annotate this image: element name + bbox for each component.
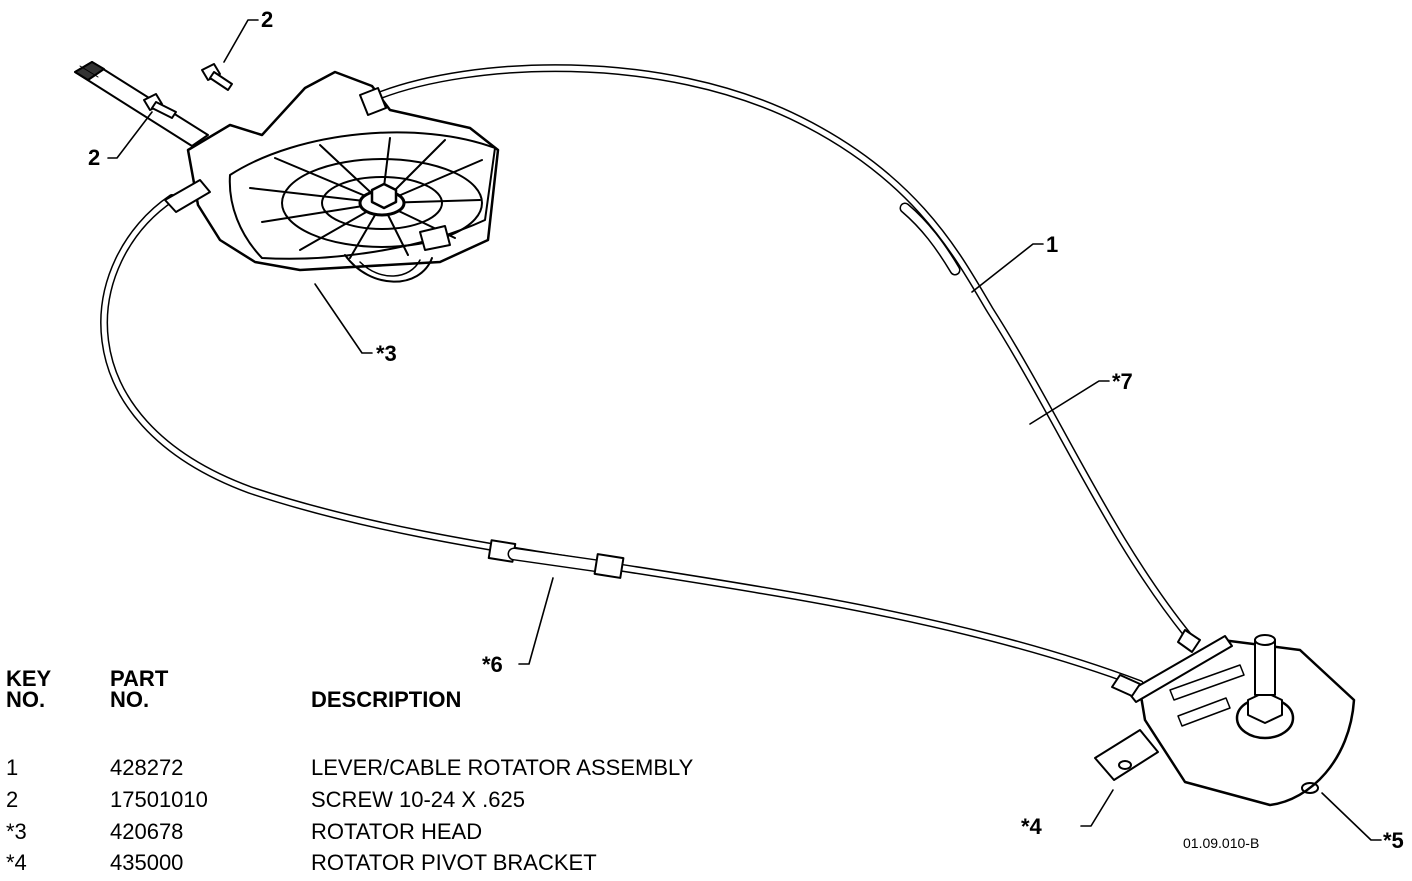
header-part-line1: PART bbox=[110, 666, 169, 691]
row-part-number: 435000 bbox=[110, 850, 184, 875]
table-row: 1 428272 LEVER/CABLE ROTATOR ASSEMBLY bbox=[6, 754, 906, 786]
cable-upper bbox=[374, 64, 1194, 642]
header-key-line1: KEY bbox=[6, 666, 52, 691]
screw-upper bbox=[201, 63, 233, 91]
row-description: ROTATOR PIVOT BRACKET bbox=[311, 850, 597, 875]
header-description: DESCRIPTION bbox=[311, 687, 462, 712]
table-row: *4 435000 ROTATOR PIVOT BRACKET bbox=[6, 849, 906, 881]
row-key: *3 bbox=[6, 819, 27, 844]
row-description: SCREW 10-24 X .625 bbox=[311, 787, 525, 812]
pivot-bracket bbox=[1094, 629, 1356, 807]
header-part-line2: NO. bbox=[110, 687, 150, 712]
assembly-drawing bbox=[74, 19, 1382, 841]
row-key: 2 bbox=[6, 787, 19, 812]
callout-2-lower: 2 bbox=[88, 145, 101, 170]
drawing-code: 01.09.010-B bbox=[1183, 835, 1260, 851]
leader-lines bbox=[107, 19, 1382, 841]
row-key: 1 bbox=[6, 755, 19, 780]
header-key-line2: NO. bbox=[6, 687, 46, 712]
screw-lower bbox=[143, 93, 177, 119]
lever-shaft bbox=[74, 61, 209, 147]
rotator-head bbox=[164, 70, 500, 283]
callout-3: *3 bbox=[376, 341, 397, 366]
callout-4: *4 bbox=[1021, 814, 1042, 839]
row-part-number: 17501010 bbox=[110, 787, 208, 812]
table-row: 2 17501010 SCREW 10-24 X .625 bbox=[6, 786, 906, 818]
callout-7: *7 bbox=[1112, 369, 1133, 394]
table-row: *3 420678 ROTATOR HEAD bbox=[6, 818, 906, 850]
callout-6: *6 bbox=[482, 652, 503, 677]
row-description: ROTATOR HEAD bbox=[311, 819, 483, 844]
cable-lower bbox=[100, 194, 1144, 688]
row-key: *4 bbox=[6, 850, 27, 875]
callout-5: *5 bbox=[1383, 828, 1404, 853]
callout-2-upper: 2 bbox=[261, 7, 274, 32]
row-part-number: 428272 bbox=[110, 755, 184, 780]
callout-1: 1 bbox=[1046, 232, 1059, 257]
row-part-number: 420678 bbox=[110, 819, 184, 844]
row-description: LEVER/CABLE ROTATOR ASSEMBLY bbox=[311, 755, 694, 780]
